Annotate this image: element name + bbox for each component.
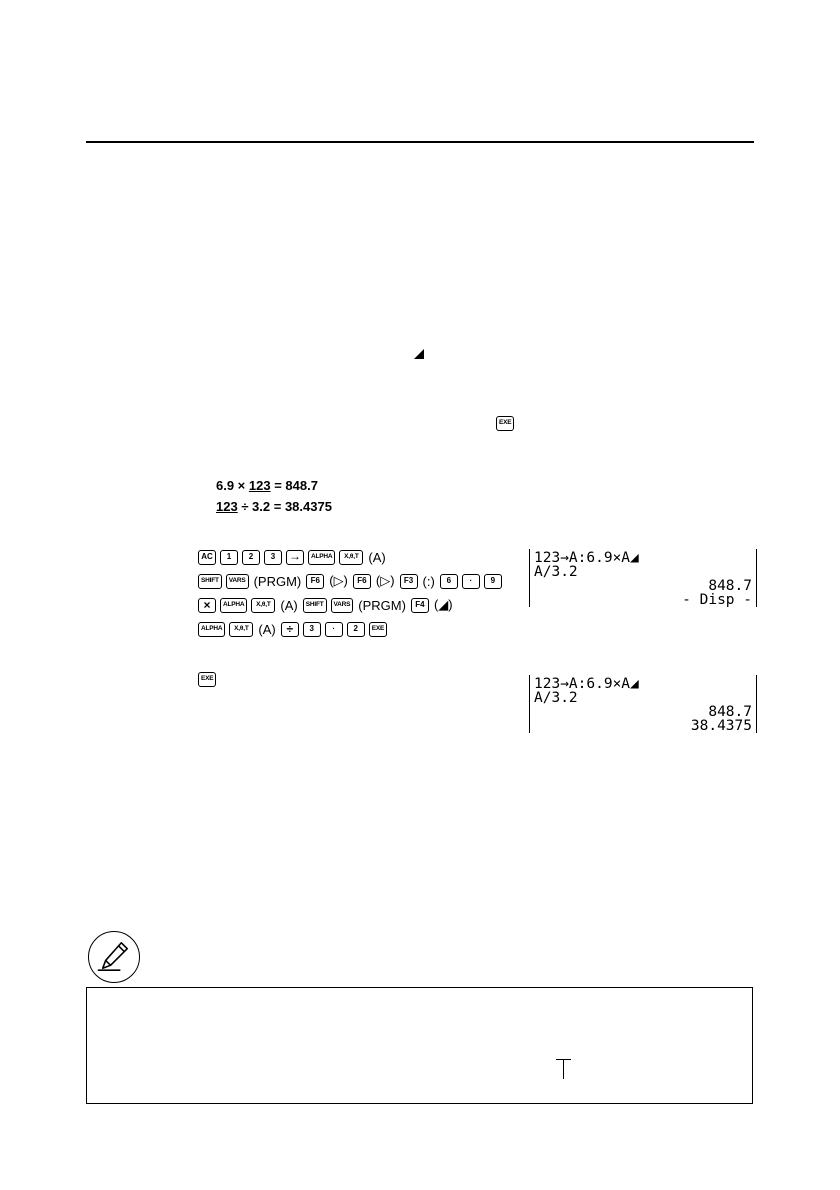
header-rule [86,141,754,143]
key-row-2: SHIFT VARS (PRGM) F6 (▷) F6 (▷) F3 (:) 6… [198,569,502,593]
xthetat-key-icon: X,θ,T [339,549,364,565]
shift-key-icon: SHIFT [198,573,222,589]
xthetat-key-icon: X,θ,T [251,597,276,613]
alpha-key-icon: ALPHA [308,549,336,565]
equation-2-right: ÷ 3.2 = 38.4375 [237,499,332,514]
token-a: (A) [368,549,386,565]
equation-1-left: 6.9 × [216,478,249,493]
times-key-icon: × [198,597,216,613]
assign-arrow-key-icon: → [286,549,304,565]
f6-key-icon: F6 [352,573,371,589]
one-key-icon: 1 [220,549,238,565]
two-key-icon: 2 [242,549,260,565]
exe-key-icon: EXE [496,416,515,431]
nine-key-icon: 9 [483,573,502,589]
token-a: (A) [258,621,276,637]
token-prgm: (PRGM) [358,597,406,613]
equation-2: 123 ÷ 3.2 = 38.4375 [216,497,332,516]
key-row-3: × ALPHA X,θ,T (A) SHIFT VARS (PRGM) F4 (… [198,593,502,617]
exe-key-icon: EXE [198,672,217,687]
six-key-icon: 6 [439,573,458,589]
f3-key-icon: F3 [399,573,418,589]
screen-1-line-4: - Disp - [682,592,752,607]
three-key-icon: 3 [264,549,282,565]
key-row-4: ALPHA X,θ,T (A) ÷ 3 · 2 EXE [198,617,502,641]
key-sequence: AC 1 2 3 → ALPHA X,θ,T (A) SHIFT VARS (P… [198,545,502,641]
screen-2-line-4: 38.4375 [690,718,752,733]
token-disp: (◢) [433,597,453,612]
f4-key-icon: F4 [410,597,429,613]
shift-key-icon: SHIFT [302,597,327,613]
dot-key-icon: · [324,621,343,637]
ac-key-icon: AC [198,549,216,565]
dot-key-icon: · [461,573,480,589]
vars-key-icon: VARS [225,573,249,589]
token-tri: (▷) [329,573,348,588]
screen-2-line-3: 848.7 [708,704,752,720]
token-prgm: (PRGM) [253,573,302,589]
alpha-key-icon: ALPHA [220,597,248,613]
two-key-icon: 2 [346,621,365,637]
key-row-1: AC 1 2 3 → ALPHA X,θ,T (A) [198,545,502,569]
screen-2-line-1: 123→A:6.9×A◢ [534,676,639,692]
vars-key-icon: VARS [330,597,354,613]
equation-2-var: 123 [216,499,238,514]
calculator-screen-1: 123→A:6.9×A◢ A/3.2 848.7 - Disp - [529,549,757,607]
equation-1-right: = 848.7 [270,478,318,493]
display-triangle-icon [414,349,424,359]
note-box [86,987,753,1104]
screen-1-line-3: 848.7 [708,578,752,594]
cursor-icon [563,1059,565,1079]
screen-2-line-2: A/3.2 [534,690,578,706]
exe-key-icon: EXE [368,621,388,637]
screen-1-line-1: 123→A:6.9×A◢ [534,550,639,566]
token-colon: (:) [422,573,435,589]
token-tri: (▷) [375,573,395,588]
pencil-icon [88,931,140,983]
calculator-screen-2: 123→A:6.9×A◢ A/3.2 848.7 38.4375 [529,675,757,733]
equation-1: 6.9 × 123 = 848.7 [216,476,318,495]
equation-1-var: 123 [248,478,271,493]
xthetat-key-icon: X,θ,T [229,621,254,637]
f6-key-icon: F6 [306,573,325,589]
divide-key-icon: ÷ [280,621,299,637]
screen-1-line-2: A/3.2 [534,564,578,580]
token-a: (A) [280,597,298,613]
three-key-icon: 3 [302,621,321,637]
alpha-key-icon: ALPHA [198,621,226,637]
